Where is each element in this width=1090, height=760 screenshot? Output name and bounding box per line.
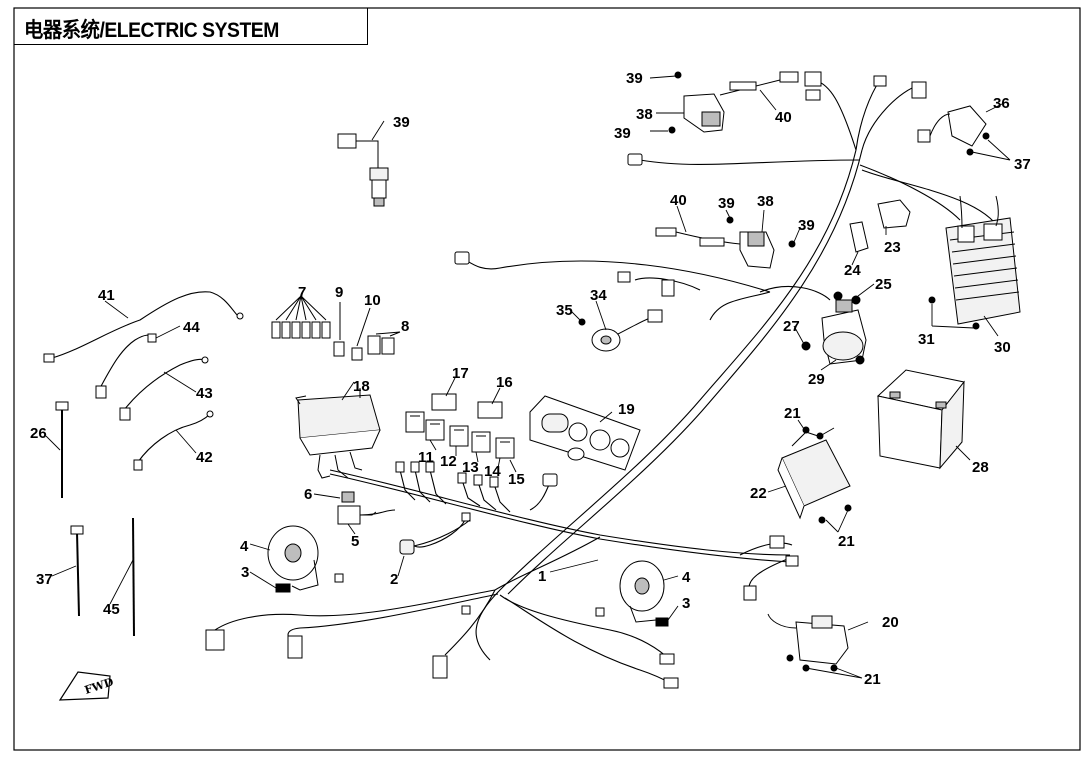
- callout-21a: 21: [784, 405, 801, 422]
- part-32-bracket: [917, 105, 990, 156]
- callout-21b: 21: [838, 533, 855, 550]
- harness-connectors: [205, 71, 927, 689]
- part-20-bracket: [767, 613, 849, 672]
- callout-25: 25: [875, 276, 892, 293]
- callout-36: 39: [393, 114, 410, 131]
- fwd-arrow-icon: [58, 671, 111, 701]
- callout-40a: 40: [775, 109, 792, 126]
- callout-33: 37: [1014, 156, 1031, 173]
- callout-5: 5: [351, 533, 359, 550]
- sensor-38-top: [668, 71, 799, 134]
- horn-left: [267, 525, 319, 591]
- callout-20: 20: [882, 614, 899, 631]
- callout-24: 24: [844, 262, 861, 279]
- callout-14: 14: [484, 463, 501, 480]
- part-28-battery: [876, 369, 965, 470]
- callout-38b: 38: [757, 193, 774, 210]
- callout-17: 17: [452, 365, 469, 382]
- callout-27: 27: [783, 318, 800, 335]
- wire-terminals: [43, 312, 244, 535]
- callout-44: 44: [183, 319, 200, 336]
- callout-40b: 40: [670, 192, 687, 209]
- callout-43: 43: [196, 385, 213, 402]
- bolt-right: [655, 617, 669, 627]
- callout-37: 37: [36, 571, 53, 588]
- callout-41: 41: [98, 287, 115, 304]
- callout-10: 10: [364, 292, 381, 309]
- callout-32: 36: [993, 95, 1010, 112]
- callout-7: 7: [298, 284, 306, 301]
- callout-23: 23: [884, 239, 901, 256]
- callout-21c: 21: [864, 671, 881, 688]
- callout-39a: 39: [626, 70, 643, 87]
- callout-4a: 4: [240, 538, 249, 555]
- main-wiring-harness: [214, 79, 1001, 685]
- callout-34: 34: [590, 287, 607, 304]
- callout-39d: 39: [798, 217, 815, 234]
- part-22-ecu: [777, 426, 852, 524]
- part-30-voltage-regulator: [928, 195, 1021, 330]
- callout-28: 28: [972, 459, 989, 476]
- callout-15: 15: [508, 471, 525, 488]
- callout-19: 19: [618, 401, 635, 418]
- callout-2: 2: [390, 571, 398, 588]
- callout-45: 45: [103, 601, 120, 618]
- callout-1: 1: [538, 568, 546, 585]
- callout-6: 6: [304, 486, 312, 503]
- callout-leaders: [45, 75, 1011, 679]
- page-title: 电器系统/ELECTRIC SYSTEM: [24, 19, 279, 42]
- callout-29: 29: [808, 371, 825, 388]
- sensor-38-mid: [655, 216, 796, 269]
- callout-18: 18: [353, 378, 370, 395]
- callout-30: 30: [994, 339, 1011, 356]
- part-36-connector: [337, 133, 389, 207]
- callout-3a: 3: [241, 564, 249, 581]
- callout-31: 31: [918, 331, 935, 348]
- parts-5-6: [337, 491, 377, 525]
- fuses-relays-7-8-9-10: [271, 295, 401, 361]
- callout-13: 13: [462, 459, 479, 476]
- callout-16: 16: [496, 374, 513, 391]
- horn-right: [619, 560, 665, 623]
- callout-9: 9: [335, 284, 343, 301]
- part-2-switch: [399, 519, 471, 555]
- part-34-sensor: [578, 309, 663, 352]
- callout-11: 11: [418, 449, 434, 466]
- callout-39b: 39: [614, 125, 631, 142]
- callout-42: 42: [196, 449, 213, 466]
- callout-3b: 3: [682, 595, 690, 612]
- callout-22: 22: [750, 485, 767, 502]
- callout-8: 8: [401, 318, 409, 335]
- part-19-seal-kit: [529, 395, 641, 471]
- callout-38a: 38: [636, 106, 653, 123]
- title-box: [14, 8, 368, 45]
- parts-23-24: [849, 199, 911, 253]
- part-29-starter-relay: [801, 291, 867, 365]
- relays-11-17: [405, 393, 515, 459]
- callout-39c: 39: [718, 195, 735, 212]
- callout-numbers: 39 39 38 39 40 36 37 40 39 38 39 23 24 2…: [30, 70, 1031, 688]
- callout-4b: 4: [682, 569, 691, 586]
- callout-12: 12: [440, 453, 457, 470]
- bolt-left: [275, 583, 291, 593]
- callout-26: 26: [30, 425, 47, 442]
- callout-35: 35: [556, 302, 573, 319]
- part-18-fuse-box: [295, 388, 381, 479]
- outer-border: [13, 7, 1081, 751]
